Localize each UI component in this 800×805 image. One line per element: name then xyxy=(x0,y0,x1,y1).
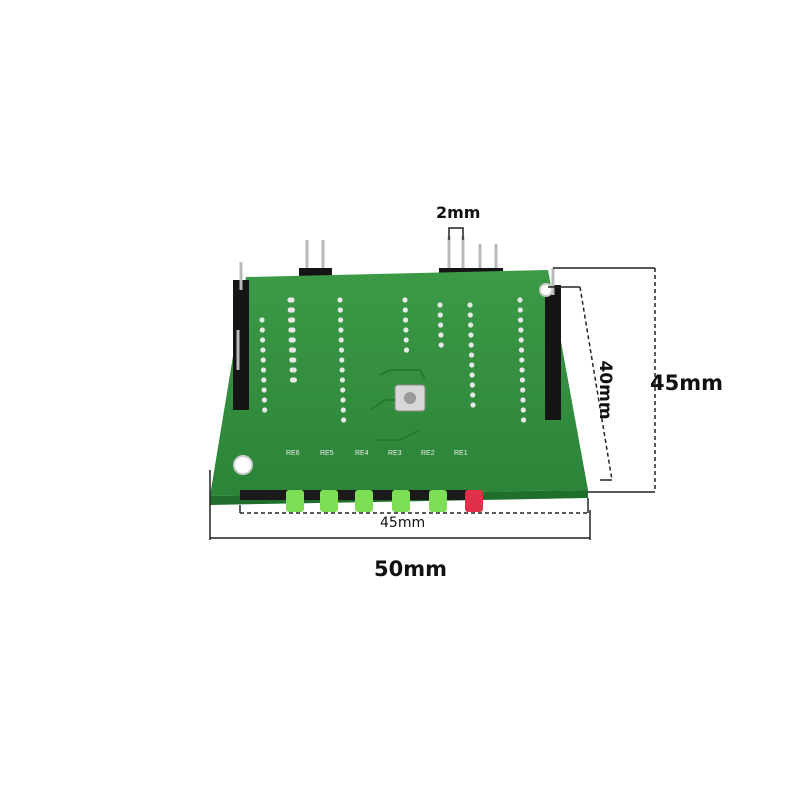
pad xyxy=(289,307,295,313)
pad xyxy=(403,347,410,353)
pad xyxy=(338,327,344,333)
pad xyxy=(470,392,476,398)
pad xyxy=(341,417,347,423)
mounting-hole-left xyxy=(233,455,253,475)
pad xyxy=(521,417,527,423)
pad xyxy=(520,387,526,393)
pad xyxy=(259,317,265,323)
pad xyxy=(520,397,526,403)
pad xyxy=(402,297,408,303)
pad xyxy=(339,377,345,383)
silk-re2: RE2 xyxy=(421,450,435,457)
pad xyxy=(337,297,343,303)
pad xyxy=(260,367,267,373)
pad xyxy=(259,327,265,333)
pad xyxy=(470,402,476,408)
pad xyxy=(290,327,296,333)
pcb-traces xyxy=(369,369,426,441)
pad xyxy=(291,357,297,363)
silk-re4: RE4 xyxy=(355,450,369,457)
pad xyxy=(517,297,523,303)
pad xyxy=(517,307,523,313)
pad xyxy=(338,347,345,353)
pad xyxy=(468,352,475,358)
pad xyxy=(520,407,526,413)
pad xyxy=(519,367,525,373)
led-row xyxy=(240,490,483,512)
pad xyxy=(338,317,344,323)
pad xyxy=(290,347,297,353)
silk-re3: RE3 xyxy=(388,450,402,457)
pad xyxy=(467,312,473,318)
pad xyxy=(438,342,444,348)
pad xyxy=(291,367,297,373)
dim-label-2mm: 2mm xyxy=(436,203,481,222)
pad xyxy=(261,387,267,393)
pad xyxy=(403,327,409,333)
dim-label-50mm: 50mm xyxy=(374,557,447,581)
pad xyxy=(260,357,266,363)
pad xyxy=(518,317,524,323)
pad xyxy=(339,357,345,363)
pad xyxy=(518,337,524,343)
pad xyxy=(468,332,474,338)
silkscreen-labels: RE6 RE5 RE4 RE3 RE2 RE1 xyxy=(286,450,468,457)
pad xyxy=(260,337,266,343)
pad xyxy=(290,317,296,323)
pad xyxy=(340,387,346,393)
silk-re1: RE1 xyxy=(454,450,468,457)
pad xyxy=(291,377,297,383)
pad xyxy=(262,407,268,413)
pad xyxy=(289,297,295,303)
silk-re5: RE5 xyxy=(320,450,334,457)
pad xyxy=(261,397,267,403)
pad xyxy=(290,337,296,343)
pad xyxy=(437,302,443,308)
dimension-lines xyxy=(209,227,656,540)
pad xyxy=(261,377,267,383)
pad xyxy=(402,307,408,313)
pad xyxy=(518,347,525,353)
pad xyxy=(338,337,344,343)
pad xyxy=(340,407,346,413)
pad xyxy=(337,307,343,313)
pad xyxy=(469,382,475,388)
pad xyxy=(518,327,524,333)
pad xyxy=(403,317,409,323)
left-side-headers xyxy=(233,262,249,410)
pad xyxy=(519,377,526,383)
dim-label-45mm-height: 45mm xyxy=(650,371,723,395)
silk-re6: RE6 xyxy=(286,450,300,457)
dim-label-40mm: 40mm xyxy=(595,360,615,420)
pad xyxy=(403,337,409,343)
pad xyxy=(438,322,444,328)
pad xyxy=(469,362,475,368)
pad xyxy=(340,397,346,403)
right-side-headers xyxy=(545,268,561,420)
pad xyxy=(467,302,473,308)
pad xyxy=(468,342,474,348)
pad xyxy=(260,347,266,353)
pad xyxy=(437,312,443,318)
pad xyxy=(339,367,345,373)
dim-label-45mm-width: 45mm xyxy=(380,515,426,531)
pad-columns xyxy=(259,297,527,423)
pad xyxy=(519,357,525,363)
mounting-hole-right xyxy=(539,283,553,297)
pcb-board xyxy=(210,270,588,496)
pad xyxy=(438,332,444,338)
pad xyxy=(469,372,475,378)
pad xyxy=(468,322,474,328)
